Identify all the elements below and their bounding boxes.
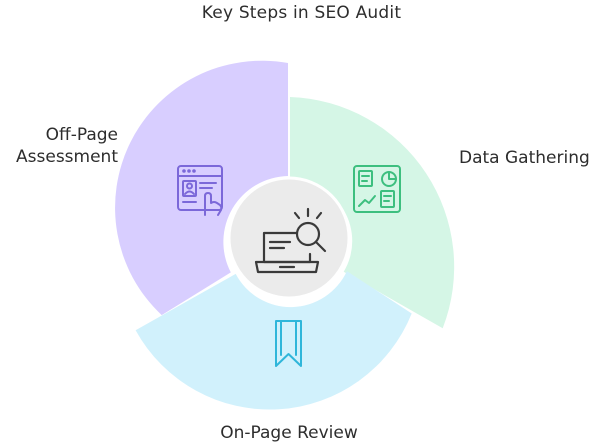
center-circle xyxy=(227,176,351,300)
label-off-page-line2: Assessment xyxy=(16,147,118,167)
label-data-gathering: Data Gathering xyxy=(459,147,590,169)
segment-on-page[interactable] xyxy=(135,271,412,410)
laptop-search-icon xyxy=(254,207,327,274)
label-data-gathering-line1: Data Gathering xyxy=(459,148,590,168)
bookmark-icon xyxy=(275,320,302,367)
diagram-title: Key Steps in SEO Audit xyxy=(201,3,402,23)
web-profile-click-icon xyxy=(177,165,223,216)
analytics-dashboard-icon xyxy=(353,165,401,213)
label-on-page-line1: On-Page Review xyxy=(220,423,358,443)
label-off-page: Off-Page Assessment xyxy=(16,124,118,168)
label-on-page: On-Page Review xyxy=(0,422,578,444)
label-off-page-line1: Off-Page xyxy=(45,125,118,145)
